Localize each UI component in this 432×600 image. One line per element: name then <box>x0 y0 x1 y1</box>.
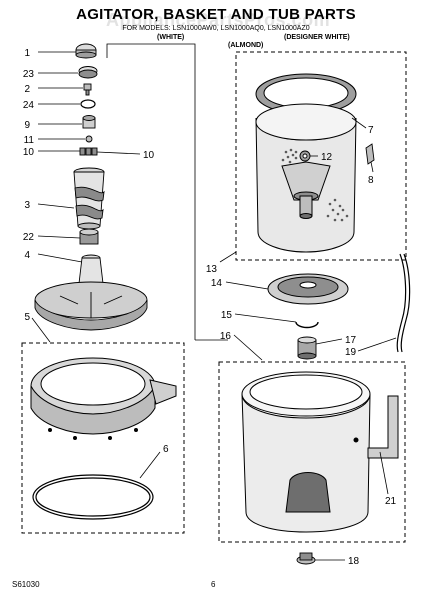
tub-ring <box>30 357 177 440</box>
outer-tub-ring-group-box <box>21 342 185 534</box>
callout-4: 4 <box>24 250 30 261</box>
callout-24: 24 <box>23 100 35 111</box>
basket-perforations <box>281 148 349 222</box>
callout-12: 12 <box>321 152 333 163</box>
agitator-auger <box>73 167 105 230</box>
callout-18: 18 <box>348 556 360 567</box>
color-designer-white-label: (DESIGNER WHITE) <box>284 34 350 41</box>
watermark-text: AppliancePartsPros.com <box>106 10 331 30</box>
callout-7: 7 <box>368 125 374 136</box>
callout-5: 5 <box>24 312 30 323</box>
tub-seal <box>297 336 317 360</box>
outer-tub <box>241 371 399 533</box>
color-almond-label: (ALMOND) <box>228 42 264 49</box>
group-connector-lines <box>106 43 228 341</box>
cam-assembly <box>78 66 98 79</box>
dog-retainer <box>82 115 96 129</box>
callout-10-right: 10 <box>143 150 155 161</box>
callout-9: 9 <box>24 120 30 131</box>
callout-23: 23 <box>23 69 35 80</box>
callout-leader-lines <box>31 51 397 561</box>
callout-6: 6 <box>163 444 169 455</box>
callout-15: 15 <box>221 310 233 321</box>
callout-3: 3 <box>24 200 30 211</box>
callout-10-left: 10 <box>23 147 35 158</box>
agitator-base <box>34 254 148 331</box>
page-number: 6 <box>211 580 216 589</box>
callout-16: 16 <box>220 331 232 342</box>
callout-21: 21 <box>385 496 397 507</box>
callout-numbers: 1 23 2 24 9 11 10 10 3 22 4 5 6 7 12 8 1… <box>23 48 397 567</box>
callout-14: 14 <box>211 278 223 289</box>
retaining-ring <box>295 321 319 329</box>
callout-17: 17 <box>345 335 357 346</box>
callout-1: 1 <box>24 48 30 59</box>
agitator-cap <box>75 43 97 59</box>
bolt <box>83 83 92 96</box>
basket-drive-nut <box>299 150 311 162</box>
callout-2: 2 <box>24 84 30 95</box>
callout-13: 13 <box>206 264 218 275</box>
diagram-header: AGITATOR, BASKET AND TUB PARTS <box>0 6 432 23</box>
document-code: S61030 <box>12 580 40 589</box>
tub-ring-gasket <box>32 474 154 520</box>
diagram-title: AGITATOR, BASKET AND TUB PARTS <box>76 6 356 23</box>
balance-ring-clip <box>365 143 375 165</box>
outer-tub-group-box <box>218 361 406 543</box>
models-line: FOR MODELS: LSN1000AW0, LSN1000AQ0, LSN1… <box>122 25 310 32</box>
seal-ring <box>80 99 96 109</box>
drain-hose <box>396 253 411 353</box>
agitator-coupling <box>79 228 99 245</box>
basket-group-box <box>235 51 407 261</box>
balance-ring <box>255 73 357 115</box>
cam-dogs <box>79 135 98 156</box>
callout-22: 22 <box>23 232 35 243</box>
callout-19: 19 <box>345 347 357 358</box>
callout-11: 11 <box>24 135 35 146</box>
drive-hub <box>267 273 349 305</box>
color-white-label: (WHITE) <box>157 34 185 41</box>
tub-drain-seal <box>296 552 316 565</box>
callout-8: 8 <box>368 175 374 186</box>
spin-basket <box>255 103 357 253</box>
